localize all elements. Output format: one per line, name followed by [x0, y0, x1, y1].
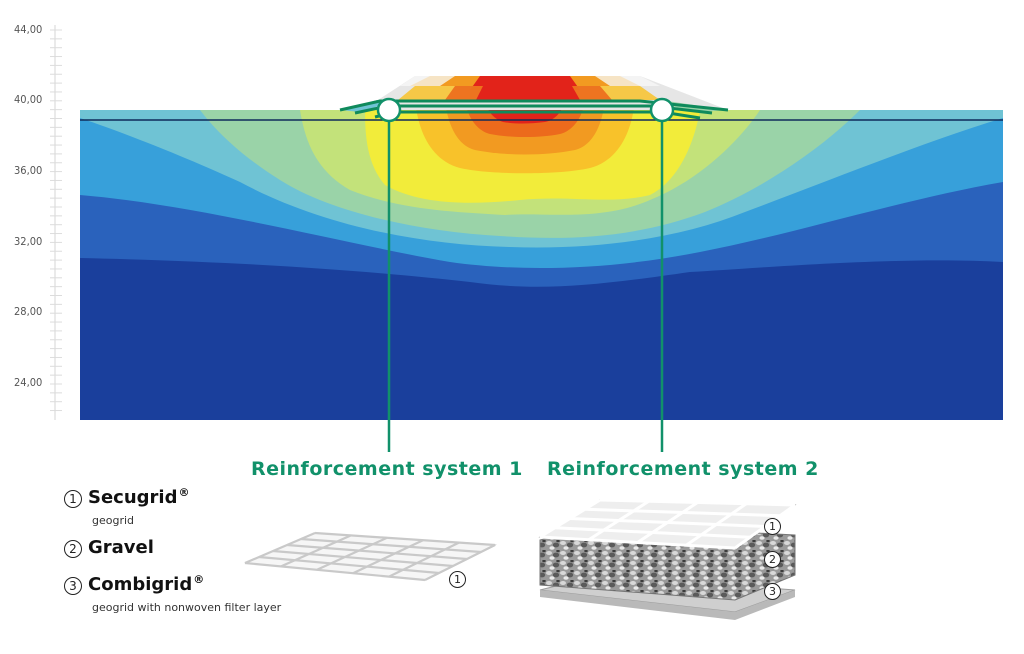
legend-name: Secugrid® — [88, 486, 190, 508]
legend-desc: geogrid with nonwoven filter layer — [92, 601, 282, 614]
y-tick-label: 36,00 — [14, 164, 43, 177]
legend-desc: geogrid — [92, 514, 135, 527]
layered-system-illustration — [538, 498, 797, 620]
legend-name: Combigrid® — [88, 573, 205, 595]
soil-contour-field — [80, 100, 1003, 420]
y-tick-label: 32,00 — [14, 235, 43, 248]
system-1-title: Reinforcement system 1 — [251, 458, 523, 480]
legend-item-secugrid: 1 Secugrid® — [64, 486, 189, 508]
callout-secugrid-system1: 1 — [449, 571, 466, 588]
system-2-title: Reinforcement system 2 — [547, 458, 819, 480]
y-tick-label: 24,00 — [14, 376, 43, 389]
callout-combigrid-system2: 3 — [764, 583, 781, 600]
legend-number: 2 — [64, 540, 82, 558]
y-axis-ruler — [50, 25, 62, 420]
callout-gravel-system2: 2 — [764, 551, 781, 568]
secugrid-geogrid-illustration — [244, 531, 497, 582]
registered-mark: ® — [193, 573, 205, 586]
registered-mark: ® — [178, 486, 190, 499]
y-tick-label: 28,00 — [14, 305, 43, 318]
legend-number: 3 — [64, 577, 82, 595]
y-tick-label: 40,00 — [14, 93, 43, 106]
leader-lines — [387, 110, 664, 452]
legend-name: Gravel — [88, 537, 154, 558]
y-tick-label: 44,00 — [14, 23, 43, 36]
marker-system-2 — [649, 97, 675, 123]
legend-item-gravel: 2 Gravel — [64, 537, 154, 558]
callout-secugrid-system2: 1 — [764, 518, 781, 535]
legend-number: 1 — [64, 490, 82, 508]
legend-item-combigrid: 3 Combigrid® — [64, 573, 204, 595]
marker-system-1 — [376, 97, 402, 123]
